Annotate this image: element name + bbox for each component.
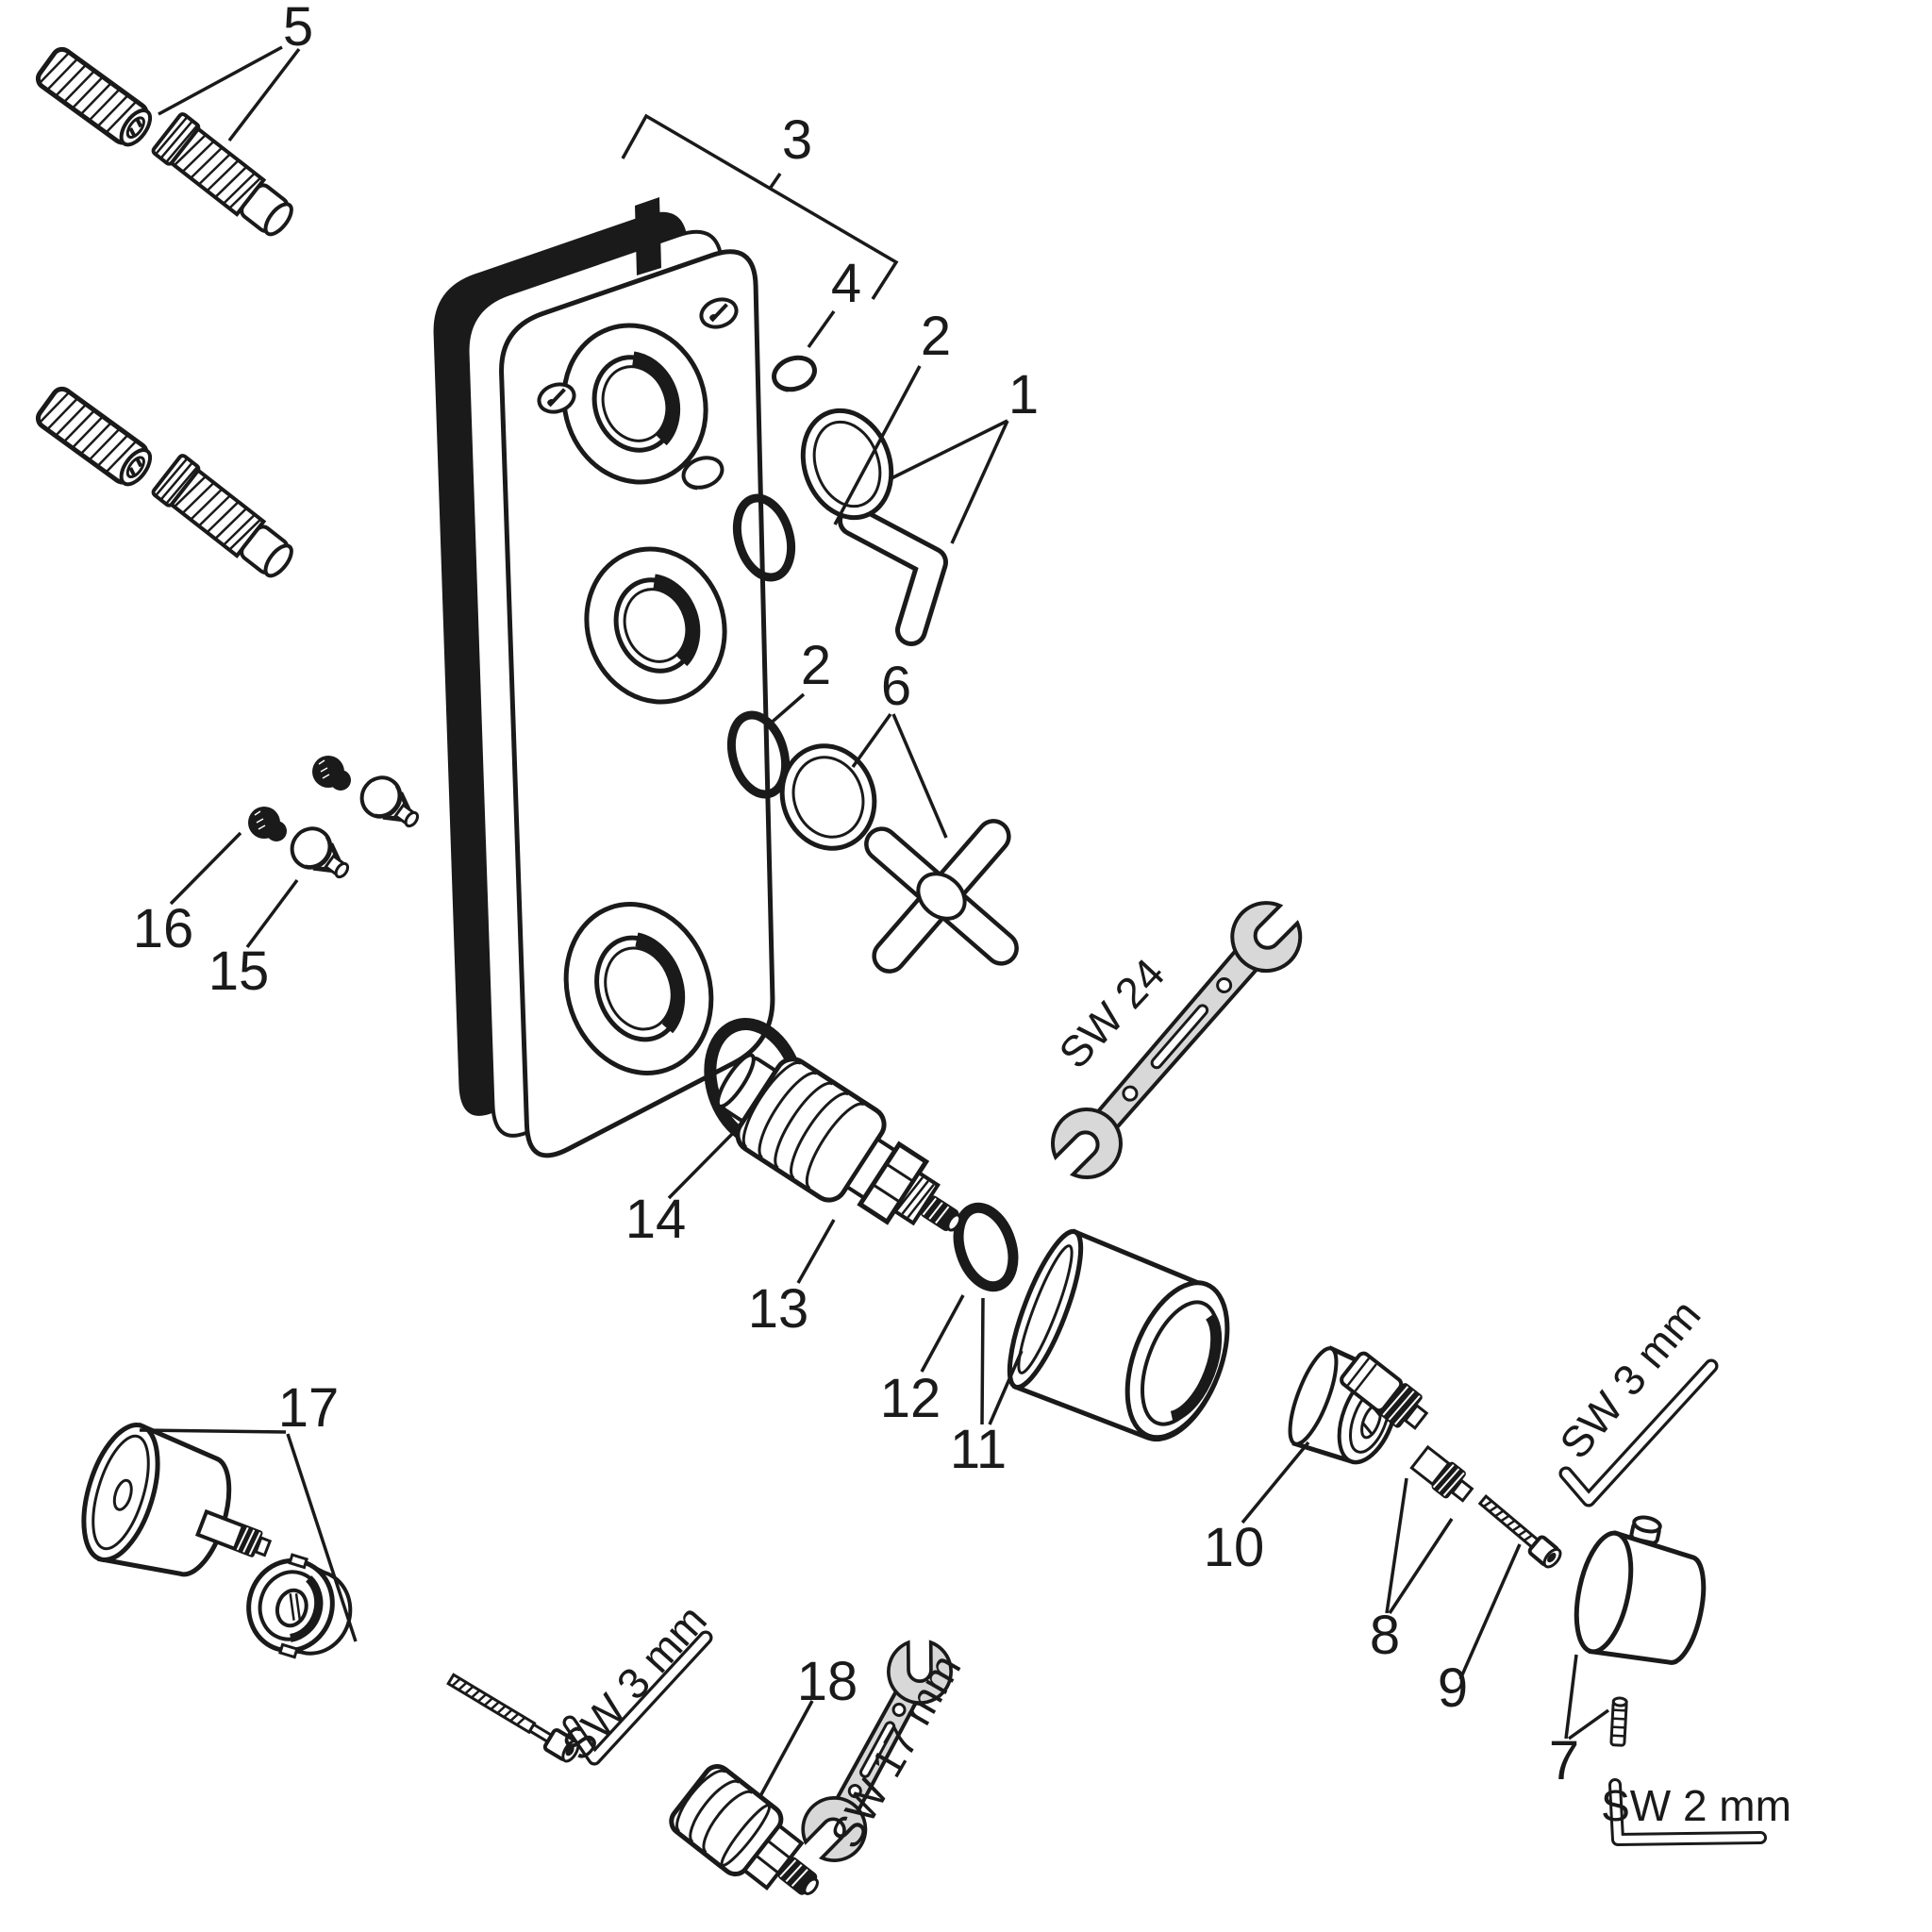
plate-screw — [537, 382, 576, 414]
part-number-labels: 1 2 2 3 4 5 6 7 8 9 10 11 12 13 14 15 16… — [133, 0, 1579, 1791]
part-label-15: 15 — [208, 941, 270, 1002]
open-end-wrench-sw17 — [801, 1640, 953, 1862]
o-ring — [726, 710, 791, 799]
fixing-screw — [1477, 1494, 1562, 1569]
cross-handle — [779, 743, 1019, 974]
o-ring — [732, 493, 796, 582]
part-label-1: 1 — [1008, 364, 1039, 425]
plate-plug — [681, 456, 724, 491]
part-label-12: 12 — [880, 1368, 941, 1429]
part-label-3: 3 — [782, 109, 812, 171]
threaded-stud — [151, 454, 293, 578]
part-label-13: 13 — [748, 1278, 809, 1340]
sleeve — [1007, 1228, 1230, 1442]
plate-opening — [584, 546, 727, 705]
part-label-18: 18 — [797, 1651, 858, 1712]
spindle-extension — [1340, 1351, 1429, 1430]
plate-screw — [699, 297, 739, 329]
part-label-7: 7 — [1549, 1730, 1579, 1791]
o-ring — [953, 1202, 1019, 1292]
part-label-6: 6 — [881, 656, 911, 717]
allen-key-sw2 — [1608, 1778, 1767, 1846]
part-label-9: 9 — [1438, 1657, 1468, 1719]
tool-label-sw3-right: SW 3 mm — [1550, 1291, 1710, 1468]
knob-assembly — [81, 1422, 580, 1763]
long-screw — [446, 1673, 580, 1763]
filter-plug — [312, 756, 351, 791]
part-label-16: 16 — [133, 898, 194, 959]
cartridge-holder — [246, 1553, 353, 1659]
set-screw — [1609, 1696, 1628, 1747]
part-label-17: 17 — [278, 1377, 340, 1439]
knob — [1574, 1515, 1707, 1665]
lever-handle — [800, 408, 948, 646]
allen-key-sw3-right — [1558, 1358, 1719, 1507]
blanking-plug — [772, 355, 817, 392]
part-label-4: 4 — [831, 253, 861, 314]
shutoff-cartridge — [669, 1764, 819, 1895]
tool-label-sw3-left: SW 3 mm — [552, 1595, 716, 1770]
plate-opening — [563, 902, 714, 1075]
part-label-8: 8 — [1370, 1605, 1400, 1666]
part-label-2b: 2 — [801, 635, 831, 696]
part-label-11: 11 — [950, 1419, 1007, 1480]
allen-key-sw3-left — [562, 1630, 713, 1766]
check-valve — [359, 775, 420, 828]
threaded-stud — [35, 46, 153, 147]
open-end-wrench-sw24 — [1050, 901, 1303, 1180]
part-label-2a: 2 — [921, 306, 951, 367]
part-label-14: 14 — [625, 1189, 687, 1250]
seal-corner — [635, 197, 661, 275]
spindle-extension — [1409, 1444, 1474, 1503]
part-label-10: 10 — [1204, 1517, 1265, 1578]
tool-label-sw2: SW 2 mm — [1601, 1781, 1791, 1830]
plate-opening — [561, 323, 708, 485]
thermostat-cartridge — [715, 1053, 962, 1232]
filter-plug — [248, 807, 287, 841]
leader-lines — [139, 45, 1610, 1797]
threaded-stud — [151, 112, 293, 237]
part-label-5: 5 — [283, 0, 313, 58]
check-valve — [290, 826, 350, 879]
escutcheon-plate-assembly — [433, 197, 775, 1158]
threaded-stud — [35, 386, 153, 487]
